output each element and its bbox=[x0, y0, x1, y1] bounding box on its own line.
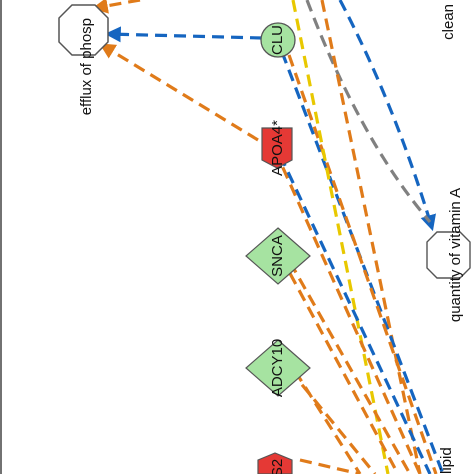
node-s2[interactable]: S2 bbox=[257, 452, 293, 474]
edges bbox=[91, 0, 445, 474]
edge-adcy10-lipid-2 bbox=[288, 368, 377, 474]
edge-snca-lipid-2 bbox=[270, 239, 400, 474]
node-label: SNCA bbox=[269, 235, 286, 277]
node-snca[interactable]: SNCA bbox=[245, 227, 311, 285]
node-label: ADCY10 bbox=[269, 339, 286, 397]
node-label: S2 bbox=[269, 459, 286, 474]
edge-apoa4-lipid-2 bbox=[278, 154, 432, 474]
edge-to-vitamin-a bbox=[338, 0, 436, 232]
edge-s2-lipid bbox=[299, 458, 361, 474]
node-lipid[interactable]: lipid bbox=[438, 447, 455, 474]
diamond-shape bbox=[245, 227, 311, 285]
edge-clu-to-efflux bbox=[104, 26, 263, 43]
node-clean[interactable]: clean bbox=[440, 4, 457, 40]
node-label: CLU bbox=[269, 25, 286, 55]
edge-snca-lipid bbox=[288, 261, 412, 474]
node-quantity-of-vitamin-a[interactable]: quantity of vitamin A bbox=[426, 188, 471, 322]
node-label: lipid bbox=[438, 447, 455, 474]
edge-apoa4-to-efflux bbox=[99, 43, 259, 142]
node-adcy10[interactable]: ADCY10 bbox=[245, 339, 311, 397]
pentagon-shape bbox=[261, 127, 293, 169]
node-efflux-of-phosp[interactable]: efflux of phosp bbox=[58, 4, 109, 115]
edge-orange-to-efflux-top bbox=[91, 0, 141, 14]
edge-clu-lipid-orange bbox=[287, 54, 438, 474]
octagon-shape bbox=[426, 231, 471, 279]
node-label: quantity of vitamin A bbox=[447, 188, 464, 322]
node-clu[interactable]: CLU bbox=[260, 22, 296, 58]
circle-shape bbox=[260, 22, 296, 58]
octagon-shape bbox=[58, 4, 109, 56]
node-label: APOA4* bbox=[269, 120, 286, 176]
edge-apoa4-lipid-1 bbox=[273, 149, 422, 474]
pentagon-shape bbox=[257, 452, 293, 474]
node-apoa4[interactable]: APOA4* bbox=[261, 120, 293, 176]
node-label: efflux of phosp bbox=[78, 18, 95, 115]
edge-yellow bbox=[291, 0, 390, 474]
edge-orange-top-1 bbox=[320, 0, 422, 474]
diamond-shape bbox=[245, 339, 311, 397]
node-label: clean bbox=[440, 4, 457, 40]
edge-gray-to-vitamin-a bbox=[305, 0, 432, 224]
